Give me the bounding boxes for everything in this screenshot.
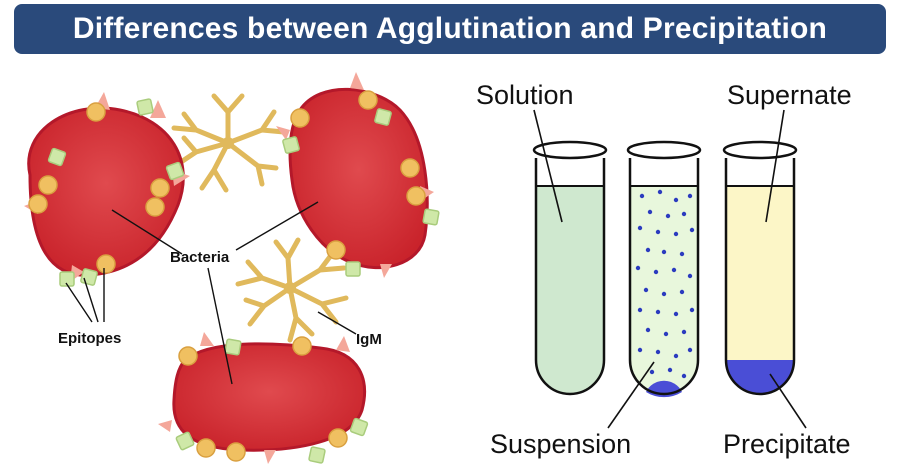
label-suspension: Suspension [490,429,631,459]
bacterium-bottom [158,332,369,464]
label-precipitate: Precipitate [723,429,851,459]
igm-antibody-top [171,93,287,193]
title-banner: Differences between Agglutination and Pr… [14,4,886,54]
igm-antibody-bottom [235,237,349,343]
precipitation-leader-lines [533,109,807,429]
label-bacteria: Bacteria [170,249,230,266]
test-tube-precipitate [722,140,798,396]
test-tube-solution [532,140,608,396]
label-supernate: Supernate [727,80,852,110]
label-epitopes: Epitopes [58,330,121,347]
suspension-particles [635,189,695,379]
page-title: Differences between Agglutination and Pr… [72,12,828,45]
label-solution: Solution [476,80,574,110]
label-igm: IgM [356,331,382,348]
agglutination-leader-lines [65,201,357,385]
bacterium-right [276,72,440,278]
bacterium-left [24,92,190,287]
test-tube-suspension [626,140,702,398]
